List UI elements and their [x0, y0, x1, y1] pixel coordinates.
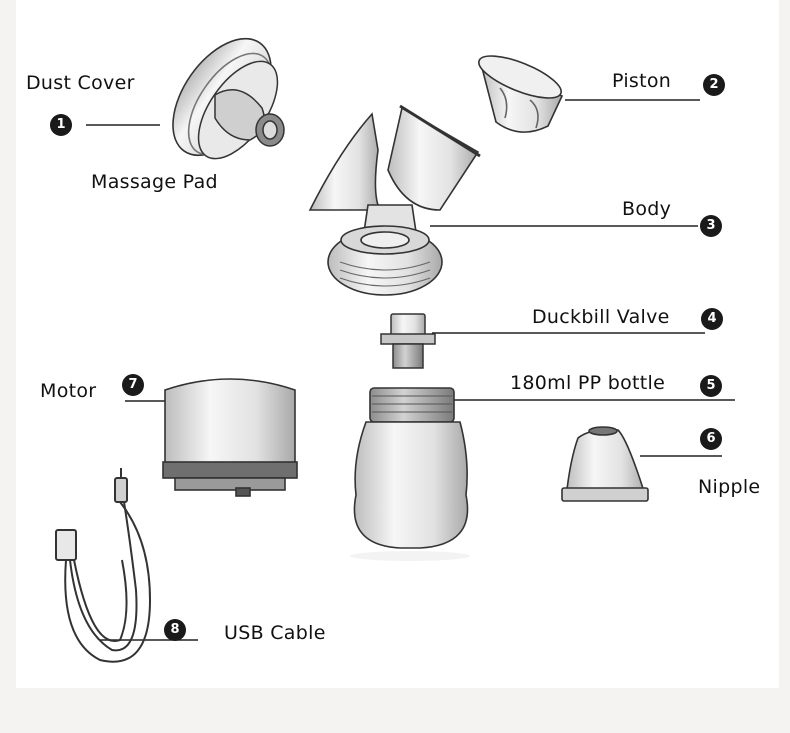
label-nipple: Nipple	[698, 476, 761, 498]
nipple-illustration	[561, 426, 649, 502]
usb-cable-illustration	[55, 468, 152, 663]
label-dust-cover: Dust Cover	[26, 72, 135, 94]
badge-1: 1	[50, 114, 72, 136]
badge-5: 5	[700, 375, 722, 397]
badge-2: 2	[703, 74, 725, 96]
label-motor: Motor	[40, 380, 97, 402]
label-massage-pad: Massage Pad	[91, 171, 218, 193]
badge-8: 8	[164, 619, 186, 641]
badge-6: 6	[700, 428, 722, 450]
badge-7: 7	[122, 374, 144, 396]
duckbill-valve-illustration	[380, 313, 436, 369]
label-bottle: 180ml PP bottle	[510, 372, 666, 394]
label-duckbill-valve: Duckbill Valve	[532, 306, 670, 328]
body-illustration	[308, 104, 481, 296]
label-body: Body	[622, 198, 672, 220]
bottle-illustration	[353, 387, 469, 549]
badge-4: 4	[701, 308, 723, 330]
label-usb-cable: USB Cable	[224, 622, 326, 644]
massage-pad-illustration	[197, 60, 285, 160]
label-piston: Piston	[612, 70, 672, 92]
piston-illustration	[478, 55, 564, 133]
motor-illustration	[162, 378, 298, 497]
reflection-shadow	[350, 551, 470, 561]
badge-3: 3	[700, 215, 722, 237]
